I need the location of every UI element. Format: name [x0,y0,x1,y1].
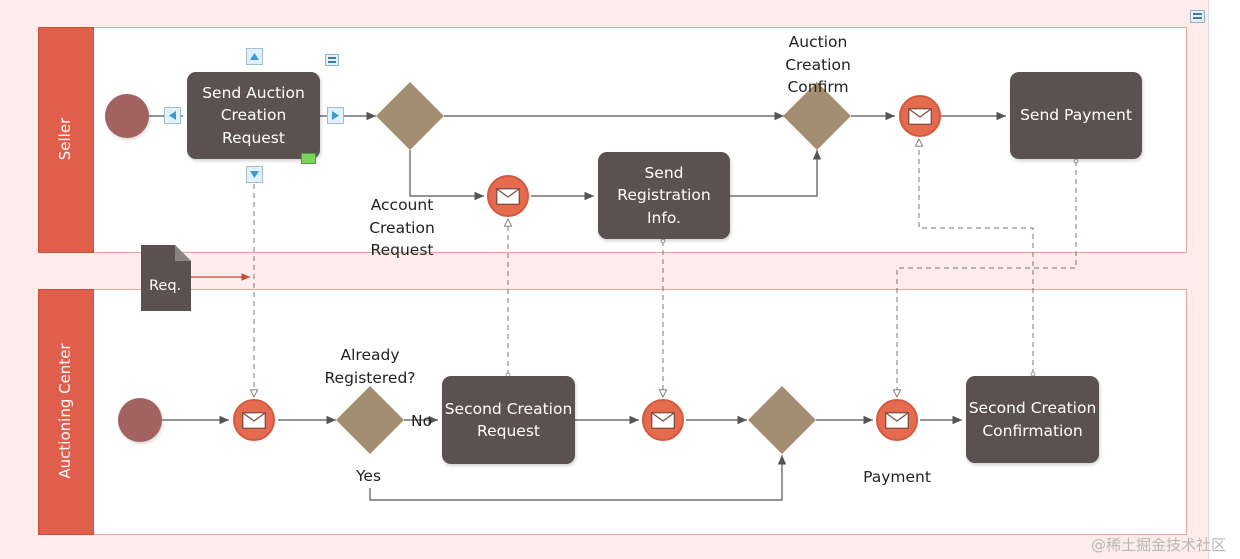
already-registered-label: Already Registered? [324,346,416,387]
envelope-icon [651,411,675,429]
account-creation-request-label: Account Creation Request [369,196,435,259]
auction-request-message-event[interactable] [233,399,275,441]
second-creation-confirmation-label: Second Creation Confirmation [968,399,1097,440]
handle-left-icon[interactable] [164,107,181,124]
envelope-icon [908,107,932,125]
handle-right-icon[interactable] [327,107,344,124]
envelope-icon [496,187,520,205]
msgflow-creation-confirmation [919,139,1033,374]
payment-label: Payment [863,468,931,486]
gateway-no-label: No [411,412,433,430]
send-registration-info-label: Send Registration Info. [617,163,711,227]
envelope-icon [885,411,909,429]
handle-down-icon[interactable] [246,166,263,183]
second-creation-confirmation-task[interactable]: Second Creation Confirmation [966,376,1099,463]
second-creation-request-task[interactable]: Second Creation Request [442,376,575,464]
seller-start-event[interactable] [105,94,149,138]
envelope-icon [242,411,266,429]
flow-registration-to-confirm [730,150,822,197]
gateway-yes-label: Yes [356,467,382,485]
panel-toggle-icon[interactable] [1190,10,1205,23]
payment-received-message-event[interactable] [876,399,918,441]
send-auction-creation-request-task[interactable]: Send Auction Creation Request [187,72,320,159]
send-registration-info-task[interactable]: Send Registration Info. [598,152,730,239]
flow-gateway-to-account-msg [409,150,484,201]
account-creation-message-event[interactable] [487,175,529,217]
send-payment-label: Send Payment [1020,106,1132,125]
task-menu-icon[interactable] [325,54,339,66]
send-auction-creation-request-label: Send Auction Creation Request [202,83,305,147]
watermark: @稀土掘金技术社区 [1090,536,1226,554]
auction-creation-confirm-label: Auction Creation Confirm [785,33,851,96]
msgflow-payment [897,161,1076,397]
flow-gateway-yes [369,455,787,501]
payment-message-event[interactable] [899,95,941,137]
task-note-icon[interactable] [301,153,316,164]
seller-lane-header [38,27,94,253]
second-creation-request-label: Second Creation Request [444,399,573,441]
document-icon[interactable] [141,245,191,311]
send-payment-task[interactable]: Send Payment [1010,72,1142,159]
handle-up-icon[interactable] [246,48,263,65]
document-label: Req. [149,278,182,294]
auctioning-center-lane-header [38,289,94,535]
registration-info-message-event[interactable] [642,399,684,441]
auctioning-center-start-event[interactable] [118,398,162,442]
